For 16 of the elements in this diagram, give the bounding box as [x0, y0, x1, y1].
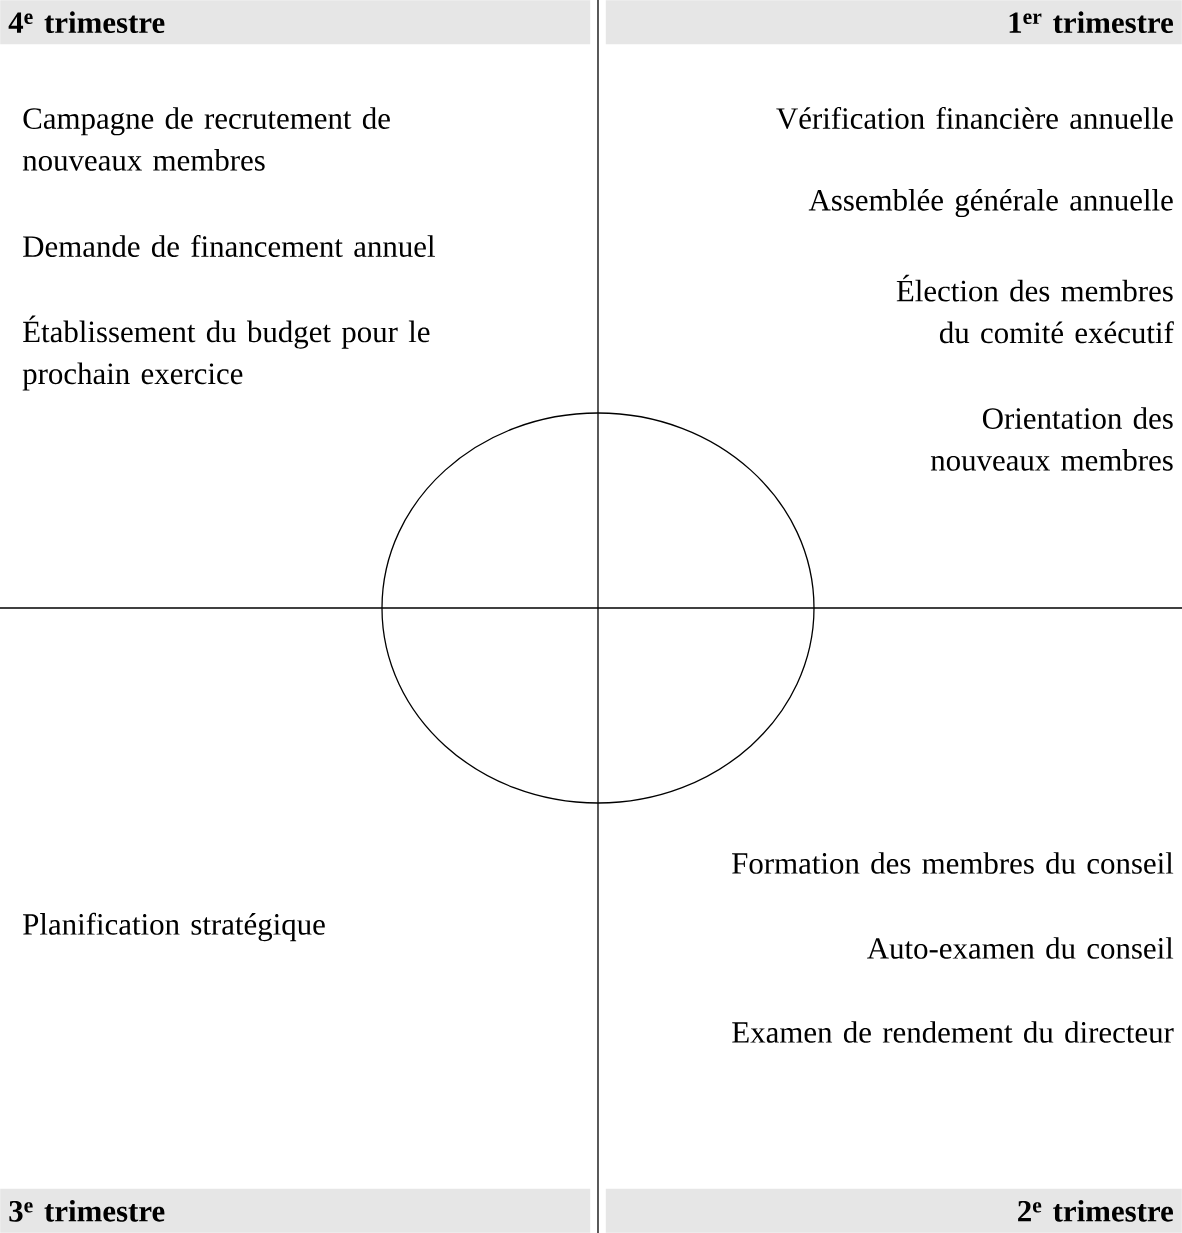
task-text: Demande de financement annuel — [23, 235, 435, 258]
task-text: Formation des membres du conseil — [732, 852, 1174, 874]
quarter-header: 3$^{e}$ trimestre — [0, 1188, 591, 1233]
quarter-header: 2$^{e}$ trimestre — [605, 1188, 1182, 1233]
task-text: Assemblée générale annuelle — [808, 188, 1173, 218]
quarter-header: 4$^{e}$ trimestre — [0, 0, 591, 45]
task-text: Vérification financière annuelle — [776, 106, 1173, 130]
task-text: Planification stratégique — [23, 912, 325, 942]
quarter-header: 1$^{er}$ trimestre — [605, 0, 1182, 45]
circle-shape — [381, 412, 815, 804]
task-text: Campagne de recrutement de nouveaux membres — [22, 107, 390, 171]
task-text: Examen de rendement du directeur — [732, 1021, 1174, 1043]
task-text: Orientation des nouveaux membres — [930, 407, 1173, 471]
task-text: Auto-examen du conseil — [867, 937, 1174, 959]
task-text: Élection des membres du comité exécutif — [896, 274, 1174, 344]
task-text: Établissement du budget pour le prochain exercice — [22, 315, 430, 391]
